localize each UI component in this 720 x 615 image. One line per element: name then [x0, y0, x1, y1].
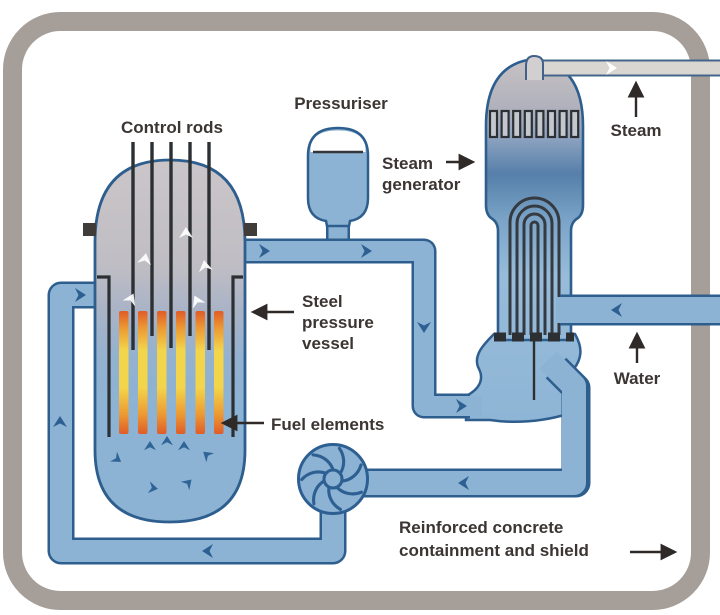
label-containment-line1: Reinforced concrete: [399, 518, 563, 537]
vessel-nozzle-left: [83, 223, 96, 236]
reactor-vessel: [83, 142, 257, 524]
pressuriser-outline: [306, 126, 370, 228]
separator-slot: [512, 109, 522, 139]
label-control-rods: Control rods: [121, 118, 223, 137]
pump-hub: [322, 468, 344, 490]
u-tube: [529, 220, 540, 335]
separator-slot: [488, 109, 499, 139]
flow-arrow-icon: [202, 544, 213, 558]
flow-arrow-icon: [75, 288, 86, 302]
core-barrel-left: [97, 275, 111, 437]
separator-slot: [500, 109, 510, 139]
pipe-flow-arrows: [53, 61, 622, 558]
flow-arrow-icon: [458, 476, 469, 490]
u-tube: [508, 196, 561, 335]
sg-outlet-pipe: [334, 351, 586, 495]
u-tube: [515, 204, 554, 335]
flow-arrow-icon: [179, 227, 193, 238]
fuel-rod: [195, 311, 205, 434]
steam-flow-arrow-icon: [606, 61, 617, 75]
flow-arrow-icon: [259, 244, 270, 258]
steam-generator: [484, 57, 585, 400]
u-tube: [522, 212, 547, 335]
flow-arrow-icon: [53, 416, 67, 427]
steam-separator-slots: [488, 109, 580, 139]
flow-arrow-icon: [122, 293, 136, 307]
primary-pipes: [47, 214, 591, 565]
annotation-arrows: [220, 80, 678, 561]
plenum-flow-arrows: [110, 436, 215, 494]
fuel-rod: [138, 311, 148, 434]
label-fuel-elements: Fuel elements: [271, 415, 384, 434]
pressuriser-steam-space: [310, 130, 366, 152]
separator-slot: [523, 109, 533, 139]
flow-arrow-icon: [198, 260, 213, 273]
flow-arrow-icon: [456, 399, 467, 413]
flow-arrow-icon: [144, 441, 156, 451]
steam-pipe: [525, 54, 720, 80]
u-tubes: [508, 196, 561, 335]
flow-arrow-icon: [180, 479, 192, 491]
flow-arrow-icon: [147, 481, 158, 494]
label-steel-pressure-vessel-line3: vessel: [302, 334, 354, 353]
label-pressuriser: Pressuriser: [294, 94, 388, 113]
cold-leg-pipe: [50, 284, 344, 562]
fuel-elements: [119, 311, 224, 434]
flow-arrow-icon: [611, 303, 622, 317]
fuel-rod: [176, 311, 186, 434]
dome-flow-arrows: [122, 227, 213, 309]
label-steel-pressure-vessel-line2: pressure: [302, 313, 374, 332]
flow-arrow-icon: [192, 295, 206, 309]
separator-slot: [546, 109, 557, 139]
flow-arrow-icon: [417, 322, 431, 333]
label-containment-line2: containment and shield: [399, 541, 589, 560]
pump: [297, 443, 369, 515]
pump-impeller-icon: [300, 446, 363, 511]
fuel-rod: [119, 311, 129, 434]
flow-arrow-icon: [178, 441, 190, 451]
label-steam: Steam: [610, 121, 661, 140]
flow-arrow-icon: [361, 244, 372, 258]
flow-arrow-icon: [161, 436, 173, 446]
vessel-nozzle-right: [244, 223, 257, 236]
sg-steam-nozzle: [525, 54, 544, 80]
control-rods: [131, 142, 211, 350]
label-steam-generator-line2: generator: [382, 175, 461, 194]
flow-arrow-icon: [137, 253, 152, 266]
flow-arrow-icon: [203, 451, 215, 463]
label-water: Water: [614, 369, 661, 388]
pressuriser: [306, 126, 370, 228]
label-steel-pressure-vessel-line1: Steel: [302, 292, 343, 311]
separator-slot: [570, 109, 580, 139]
flow-arrow-icon: [110, 451, 122, 462]
core-barrel-right: [231, 275, 243, 437]
fuel-rod: [157, 311, 167, 434]
separator-slot: [535, 109, 545, 139]
separator-slot: [558, 109, 568, 139]
label-steam-generator-line1: Steam: [382, 154, 433, 173]
fuel-rod: [214, 311, 224, 434]
